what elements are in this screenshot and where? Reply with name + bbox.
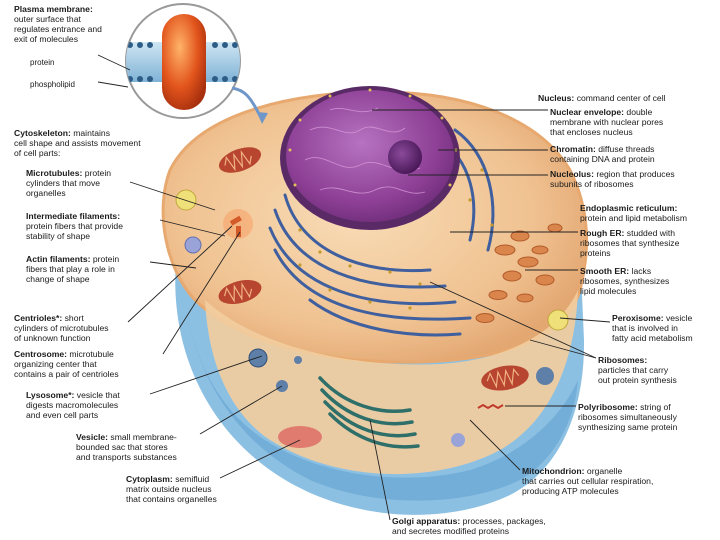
label-mitochondrion: Mitochondrion: organelle that carries ou… (522, 466, 654, 496)
smooth-er-shape (475, 223, 563, 323)
label-centrosome: Centrosome: microtubule organizing cente… (14, 349, 119, 379)
nucleus-shape (280, 86, 460, 230)
label-centrioles: Centrioles*: short cylinders of microtub… (14, 313, 109, 343)
centrosome-shape (223, 209, 253, 239)
membrane-protein-shape (162, 14, 206, 110)
label-nucleus: Nucleus: command center of cell (538, 93, 666, 103)
mitochondria (218, 147, 529, 391)
label-endoplasmic-reticulum: Endoplasmic reticulum: protein and lipid… (580, 203, 688, 223)
plasma-membrane-title: Plasma membrane: (14, 4, 93, 14)
plasma-membrane-inset (125, 3, 268, 124)
golgi-shape (318, 376, 420, 449)
label-ribosomes: Ribosomes: particles that carry out prot… (598, 355, 677, 385)
nuclear-pores (288, 88, 458, 187)
label-peroxisome: Peroxisome: vesicle that is involved in … (612, 313, 693, 343)
plasma-membrane-desc: outer surface that regulates entrance an… (14, 14, 102, 44)
label-nuclear-envelope: Nuclear envelope: double membrane with n… (550, 107, 664, 137)
label-cytoplasm: Cytoplasm: semifluid matrix outside nucl… (126, 474, 217, 504)
leader-lines (97, 54, 611, 521)
label-nucleolus: Nucleolus: region that produces subunits… (550, 169, 675, 189)
label-golgi-apparatus: Golgi apparatus: processes, packages, an… (392, 516, 546, 536)
ribosome-dots (298, 168, 494, 310)
label-microtubules: Microtubules: protein cylinders that mov… (26, 168, 112, 198)
label-polyribosome: Polyribosome: string of ribosomes simult… (578, 402, 678, 432)
label-smooth-er: Smooth ER: lacks ribosomes, synthesizes … (580, 266, 670, 296)
label-vesicle: Vesicle: small membrane- bounded sac tha… (76, 432, 177, 462)
label-actin-filaments: Actin filaments: protein fibers that pla… (26, 254, 120, 284)
nucleolus-shape (388, 140, 422, 174)
label-chromatin: Chromatin: diffuse threads containing DN… (550, 144, 655, 164)
protein-label: protein (30, 58, 55, 67)
phospholipid-label: phospholipid (30, 80, 75, 89)
plasma-membrane-label: Plasma membrane: outer surface that regu… (14, 4, 124, 44)
label-intermediate-filaments: Intermediate filaments: protein fibers t… (26, 211, 123, 241)
label-cytoskeleton: Cytoskeleton: maintains cell shape and a… (14, 128, 141, 158)
label-lysosome: Lysosome*: vesicle that digests macromol… (26, 390, 120, 420)
polyribosome-shape (477, 403, 504, 410)
label-rough-er: Rough ER: studded with ribosomes that sy… (580, 228, 680, 258)
